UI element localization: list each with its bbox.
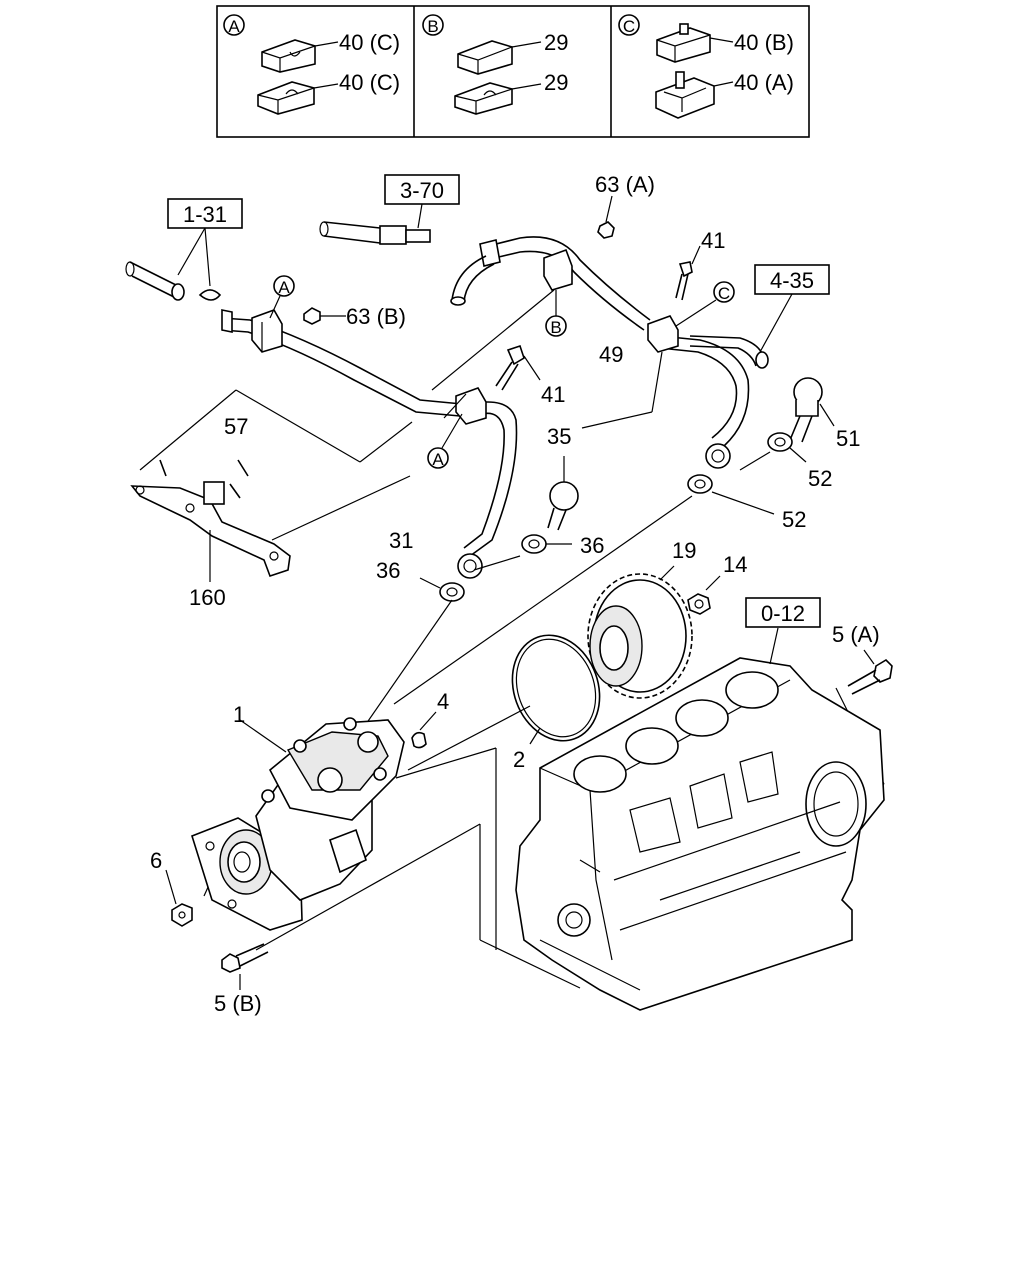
nut-63b xyxy=(303,307,346,325)
label-1: 1 xyxy=(233,702,245,727)
legend-cell-c: C 40 (B) 40 (A) xyxy=(618,14,794,119)
svg-text:A: A xyxy=(278,278,290,297)
nut-63a xyxy=(597,195,615,239)
label-36-left: 36 xyxy=(376,558,400,583)
part-labels: 63 (A) 63 (B) 41 41 49 51 52 52 57 35 31… xyxy=(150,172,880,1016)
legend-b-letter: B xyxy=(427,17,438,36)
svg-text:B: B xyxy=(550,318,561,337)
legend-c-bottom-label: 40 (A) xyxy=(734,70,794,95)
label-41-top: 41 xyxy=(701,228,725,253)
gear-19 xyxy=(587,565,693,699)
label-49: 49 xyxy=(599,342,623,367)
bolt-51 xyxy=(789,377,835,443)
callout-c: C xyxy=(675,281,735,327)
label-52-upper: 52 xyxy=(808,466,832,491)
pipe-down-31 xyxy=(457,401,518,579)
bracket-160 xyxy=(130,459,291,582)
ref-1-31-label: 1-31 xyxy=(183,202,227,227)
clamp-b xyxy=(543,248,573,291)
cylinder-block xyxy=(515,627,885,1011)
ref-box-0-12: 0-12 xyxy=(745,597,821,628)
clip-c-top-icon xyxy=(656,23,711,63)
callout-a-mid: A xyxy=(427,413,463,469)
hose-1-31 xyxy=(125,227,222,301)
washer-36-right xyxy=(521,534,572,554)
washer-52-lower xyxy=(687,474,775,515)
ref-0-12-label: 0-12 xyxy=(761,601,805,626)
label-6: 6 xyxy=(150,848,162,873)
label-57: 57 xyxy=(224,414,248,439)
clip-top-icon xyxy=(261,39,316,73)
label-36-right: 36 xyxy=(580,533,604,558)
label-2: 2 xyxy=(513,747,525,772)
washer-36-left xyxy=(419,577,465,602)
clamp-a-mid xyxy=(455,387,487,425)
label-41-mid: 41 xyxy=(541,382,565,407)
label-5a: 5 (A) xyxy=(832,622,880,647)
callout-b: B xyxy=(545,290,567,337)
clamp-c xyxy=(647,315,679,353)
label-5b: 5 (B) xyxy=(214,991,262,1016)
bolt-41-top xyxy=(675,245,701,301)
legend-a-top-label: 40 (C) xyxy=(339,30,400,55)
bolt-5a xyxy=(847,649,893,695)
ref-box-1-31: 1-31 xyxy=(167,198,243,229)
ref-3-70-label: 3-70 xyxy=(400,178,444,203)
bolt-35 xyxy=(547,456,579,531)
label-31: 31 xyxy=(389,528,413,553)
clamp-a-left xyxy=(251,309,283,353)
label-52-lower: 52 xyxy=(782,507,806,532)
pipe-49 xyxy=(450,236,651,331)
nut-14 xyxy=(687,575,721,615)
legend-cell-b: B 29 29 xyxy=(422,14,568,115)
svg-text:C: C xyxy=(718,284,730,303)
label-19: 19 xyxy=(672,538,696,563)
legend-a-letter: A xyxy=(228,17,240,36)
legend-c-letter: C xyxy=(623,17,635,36)
legend-cell-a: A 40 (C) 40 (C) xyxy=(223,14,400,115)
callout-a-top: A xyxy=(269,275,295,319)
bolt-5b xyxy=(221,943,269,990)
clip-c-bottom-icon xyxy=(655,71,715,119)
pipe-4-35 xyxy=(659,293,793,469)
clip-bottom-icon xyxy=(257,81,315,115)
label-63a: 63 (A) xyxy=(595,172,655,197)
ref-4-35-label: 4-35 xyxy=(770,268,814,293)
legend-c-top-label: 40 (B) xyxy=(734,30,794,55)
label-160: 160 xyxy=(189,585,226,610)
label-4: 4 xyxy=(437,689,449,714)
label-35: 35 xyxy=(547,424,571,449)
legend-b-top-label: 29 xyxy=(544,30,568,55)
nut-6 xyxy=(165,869,193,927)
label-63b: 63 (B) xyxy=(346,304,406,329)
legend-a-bottom-label: 40 (C) xyxy=(339,70,400,95)
hose-3-70 xyxy=(319,203,431,245)
gasket-2 xyxy=(511,634,601,745)
key-4 xyxy=(411,711,437,749)
bolt-41-mid xyxy=(495,344,541,391)
ref-box-3-70: 3-70 xyxy=(384,174,460,205)
svg-text:A: A xyxy=(432,450,444,469)
clip-legend: A 40 (C) 40 (C) B xyxy=(216,5,810,138)
legend-b-bottom-label: 29 xyxy=(544,70,568,95)
clip-b-top-icon xyxy=(457,40,513,75)
washer-52-upper xyxy=(767,432,807,463)
clip-b-bottom-icon xyxy=(454,82,513,115)
air-compressor-1 xyxy=(191,717,405,931)
label-14: 14 xyxy=(723,552,747,577)
ref-box-4-35: 4-35 xyxy=(754,264,830,295)
label-51: 51 xyxy=(836,426,860,451)
